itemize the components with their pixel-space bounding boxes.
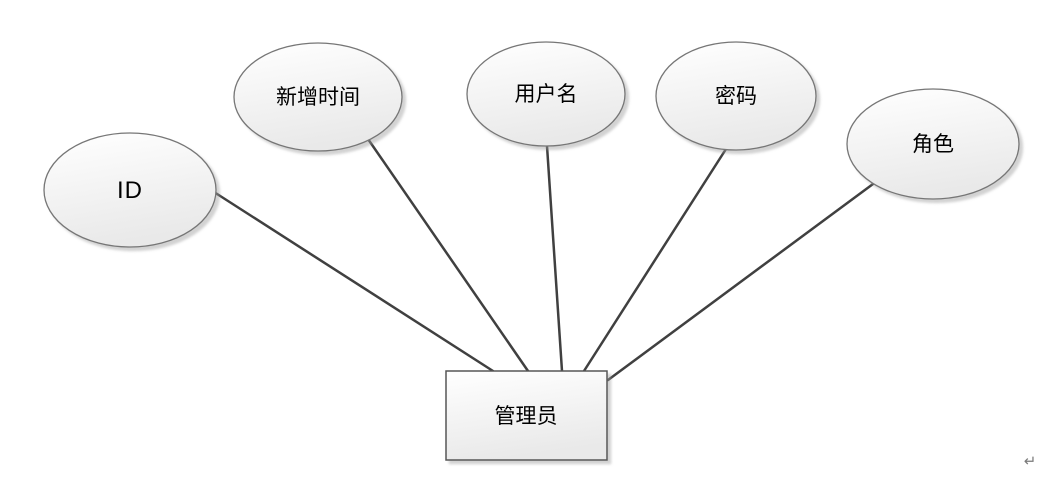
- attribute-shape-role[interactable]: 角色: [846, 88, 1020, 200]
- attribute-ellipse: [655, 41, 817, 151]
- attribute-ellipse: [233, 42, 403, 152]
- attribute-label: 密码: [715, 85, 757, 108]
- attribute-shape-add-time[interactable]: 新增时间: [233, 42, 403, 152]
- attribute-ellipse: [43, 132, 217, 248]
- entity-shape-admin[interactable]: 管理员: [445, 370, 608, 461]
- attribute-shape-id[interactable]: ID: [43, 132, 217, 248]
- attribute-ellipse: [846, 88, 1020, 200]
- entity-label: 管理员: [495, 405, 558, 428]
- connector-password-to-entity[interactable]: [582, 147, 728, 373]
- connector-username-to-entity[interactable]: [545, 144, 564, 373]
- connector-role-to-entity[interactable]: [606, 182, 875, 382]
- connector-add-time-to-entity[interactable]: [366, 137, 530, 373]
- attribute-label: 角色: [912, 133, 954, 156]
- entity-rect: [445, 370, 608, 461]
- attribute-shape-password[interactable]: 密码: [655, 41, 817, 151]
- attribute-ellipse: [466, 41, 626, 147]
- attribute-shape-username[interactable]: 用户名: [466, 41, 626, 147]
- paragraph-return-mark: ↵: [1024, 453, 1037, 470]
- connector-id-to-entity[interactable]: [212, 190, 495, 373]
- attribute-label: 用户名: [515, 83, 578, 106]
- attribute-label: 新增时间: [276, 86, 360, 109]
- attribute-label: ID: [117, 177, 143, 204]
